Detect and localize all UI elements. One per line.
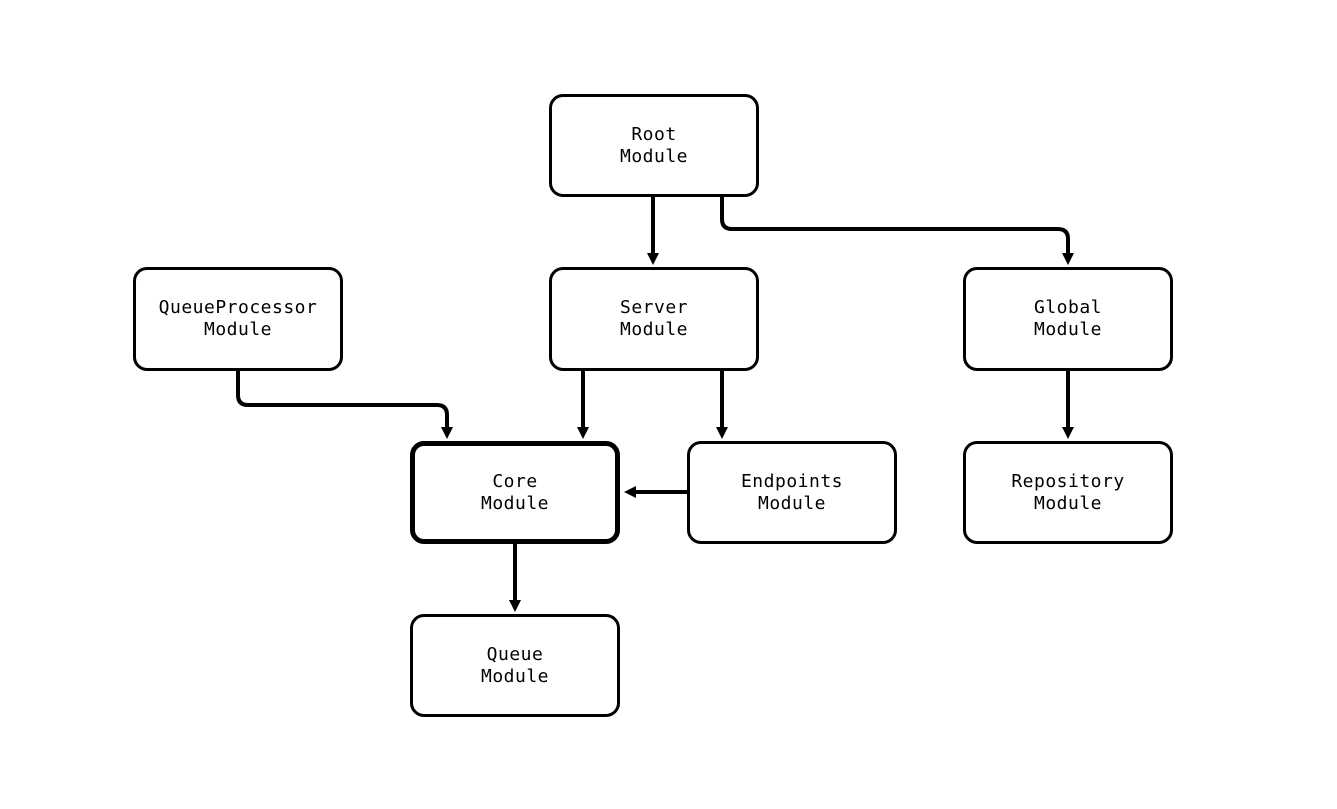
node-core[interactable]: Core Module bbox=[410, 441, 620, 544]
edge-root-global bbox=[720, 197, 1074, 265]
node-queue[interactable]: Queue Module bbox=[410, 614, 620, 717]
node-core-line1: Core bbox=[492, 470, 538, 492]
node-server-line1: Server bbox=[619, 297, 689, 318]
node-endpoints-line1: Endpoints bbox=[740, 470, 844, 492]
node-root-line1: Root bbox=[631, 123, 677, 145]
node-root[interactable]: Root Module bbox=[549, 94, 759, 197]
node-repository-line1: Repository bbox=[1011, 470, 1125, 492]
node-global-line2: Module bbox=[1033, 319, 1103, 340]
node-server[interactable]: Server Module bbox=[549, 267, 759, 371]
node-queueprocessor[interactable]: QueueProcessor Module bbox=[133, 267, 343, 371]
node-repository-line2: Module bbox=[1033, 492, 1103, 514]
edge-queueprocessor-core bbox=[236, 371, 453, 439]
node-endpoints[interactable]: Endpoints Module bbox=[687, 441, 897, 544]
node-global[interactable]: Global Module bbox=[963, 267, 1173, 371]
node-repository[interactable]: Repository Module bbox=[963, 441, 1173, 544]
node-global-line1: Global bbox=[1033, 297, 1103, 318]
node-endpoints-line2: Module bbox=[757, 492, 827, 514]
node-queueprocessor-line1: QueueProcessor bbox=[158, 297, 318, 318]
node-queue-line2: Module bbox=[480, 665, 550, 687]
node-queueprocessor-line2: Module bbox=[203, 319, 273, 340]
node-root-line2: Module bbox=[619, 145, 689, 167]
node-server-line2: Module bbox=[619, 319, 689, 340]
node-queue-line1: Queue bbox=[486, 643, 544, 665]
node-core-line2: Module bbox=[480, 492, 550, 514]
